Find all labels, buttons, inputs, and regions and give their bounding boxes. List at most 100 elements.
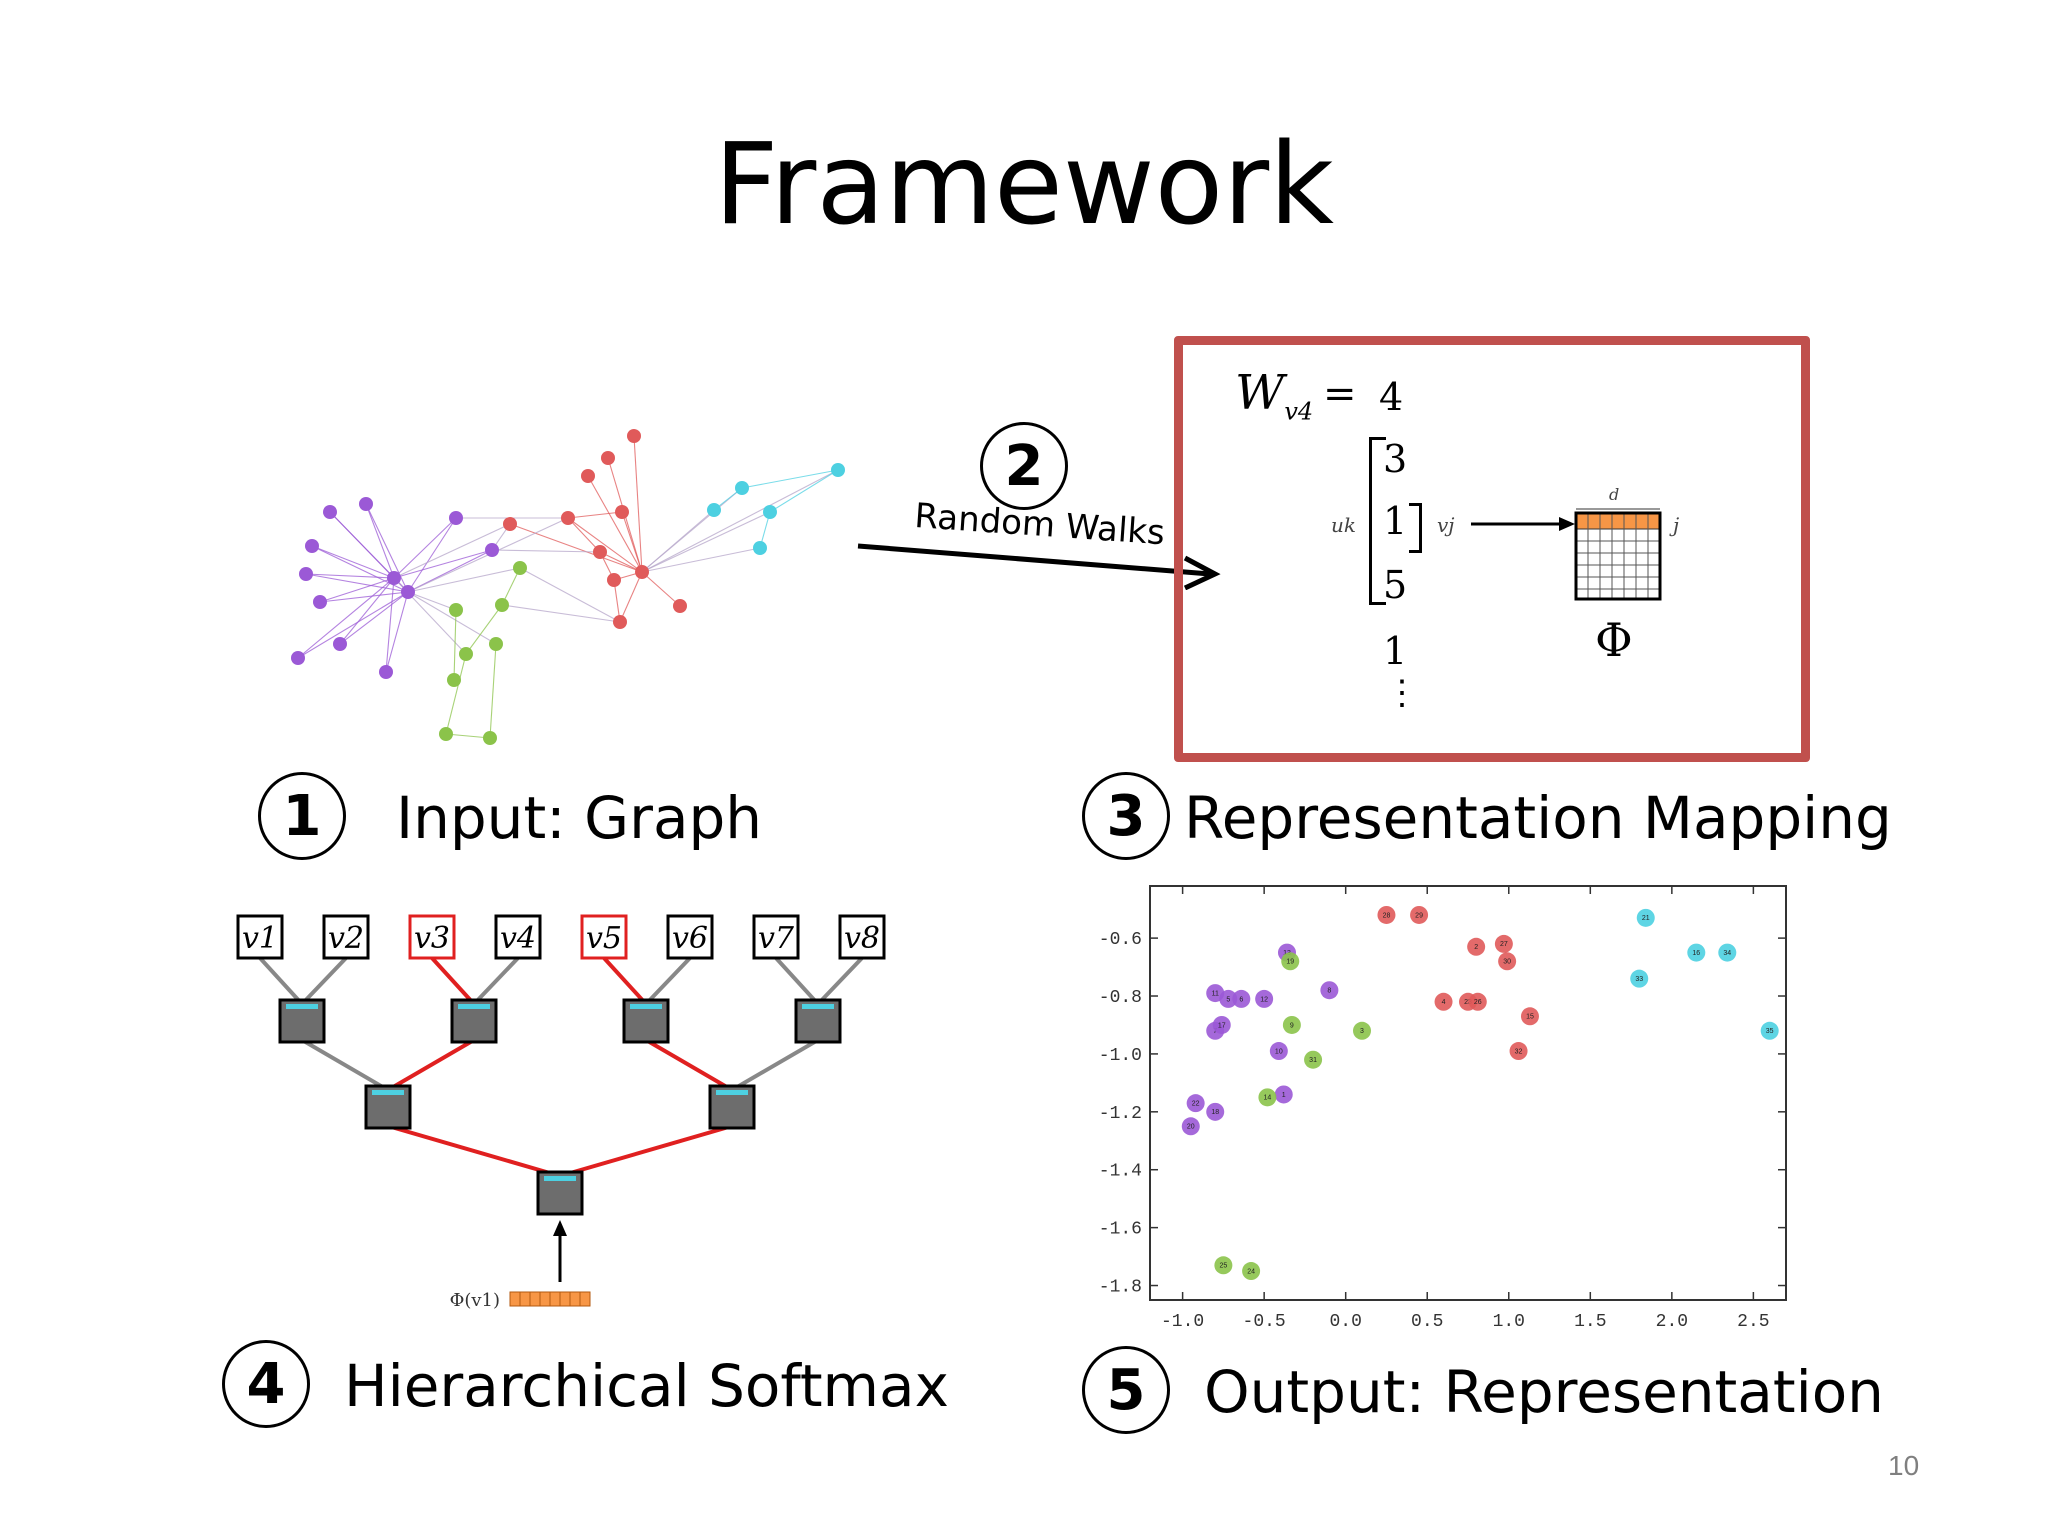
graph-edge (489, 643, 497, 739)
scatter-point: 25 (1214, 1256, 1233, 1275)
graph-node (561, 511, 575, 525)
graph-node (601, 451, 615, 465)
graph-edge (501, 604, 621, 623)
context-right-label: vj (1437, 513, 1455, 537)
graph-node (581, 469, 595, 483)
graph-node (831, 463, 845, 477)
scatter-point-label: 12 (1260, 996, 1268, 1003)
tree-inner-node (622, 998, 670, 1044)
scatter-point: 21 (1636, 908, 1655, 927)
y-tick-label: -1.6 (1099, 1220, 1142, 1240)
graph-edge (339, 591, 409, 645)
scatter-point: 12 (1255, 989, 1274, 1008)
y-tick-label: -1.2 (1099, 1104, 1142, 1124)
scatter-point-label: 20 (1187, 1124, 1195, 1131)
scatter-point-label: 24 (1247, 1268, 1255, 1275)
graph-node (387, 571, 401, 585)
graph-node (299, 567, 313, 581)
graph-edge (587, 475, 643, 573)
scatter-point: 19 (1281, 952, 1300, 971)
scatter-point-label: 6 (1239, 996, 1243, 1003)
scatter-point: 20 (1181, 1117, 1200, 1136)
graph-edge (305, 573, 395, 579)
scatter-point-label: 22 (1192, 1100, 1200, 1107)
x-tick-label: 0.0 (1329, 1312, 1361, 1332)
tree-edge (300, 1038, 390, 1092)
tree-edge (602, 956, 648, 1006)
tree-root-node (536, 1170, 584, 1216)
scatter-point-label: 4 (1442, 999, 1446, 1006)
tree-leaf-v8: v8 (838, 914, 886, 960)
graph-node (333, 637, 347, 651)
graph-edge (445, 733, 491, 739)
input-vector-label: Φ(v1) (450, 1290, 500, 1311)
scatter-point: 17 (1212, 1015, 1231, 1034)
scatter-point-label: 10 (1275, 1048, 1283, 1055)
tree-edge (430, 956, 476, 1006)
graph-node (305, 539, 319, 553)
scatter-point-label: 8 (1327, 988, 1331, 995)
tree-leaf-v5: v5 (580, 914, 628, 960)
scatter-point-label: 15 (1526, 1014, 1534, 1021)
graph-edge (567, 517, 601, 553)
graph-node (615, 505, 629, 519)
tree-leaf-v6: v6 (666, 914, 714, 960)
scatter-point: 24 (1242, 1262, 1261, 1281)
tree-edge (774, 956, 820, 1006)
scatter-point: 9 (1282, 1015, 1301, 1034)
graph-node (503, 517, 517, 531)
graph-node (323, 505, 337, 519)
scatter-point: 3 (1353, 1021, 1371, 1040)
y-tick-label: -1.4 (1099, 1162, 1142, 1182)
scatter-point: 26 (1468, 992, 1487, 1011)
scatter-point: 22 (1186, 1094, 1205, 1113)
scatter-point-label: 21 (1642, 915, 1650, 922)
graph-node (495, 598, 509, 612)
tree-leaf-label: v3 (414, 921, 450, 956)
graph-edge (633, 435, 643, 573)
tree-leaf-v4: v4 (494, 914, 542, 960)
walk-ellipsis: ⋮ (1385, 673, 1419, 713)
graph-edge (769, 469, 839, 513)
center-bracket (1409, 503, 1422, 553)
y-tick-label: -0.8 (1099, 988, 1142, 1008)
x-tick-label: -0.5 (1243, 1312, 1286, 1332)
phi-symbol: Φ (1595, 613, 1633, 667)
scatter-point-label: 17 (1218, 1022, 1226, 1029)
scatter-point-label: 28 (1383, 912, 1391, 919)
x-tick-label: -1.0 (1161, 1312, 1204, 1332)
tree-inner-node (450, 998, 498, 1044)
y-tick-label: -0.6 (1099, 930, 1142, 950)
step-3-label: Representation Mapping (1184, 784, 1892, 852)
graph-node (607, 573, 621, 587)
input-vector (509, 1291, 591, 1307)
walk-value: 3 (1383, 437, 1408, 481)
tree-inner-node (794, 998, 842, 1044)
input-graph (291, 429, 845, 745)
tree-leaf-label: v2 (328, 921, 364, 956)
tree-leaf-v7: v7 (752, 914, 800, 960)
lookup-arrow (1471, 517, 1575, 531)
graph-edge (365, 503, 395, 579)
tree-leaf-label: v4 (500, 921, 536, 956)
graph-node (447, 673, 461, 687)
walk-symbol: Wv4 (1235, 365, 1314, 426)
graph-edge (365, 503, 409, 593)
graph-node (483, 731, 497, 745)
input-arrow-head (553, 1220, 567, 1236)
scatter-point-label: 23 (1464, 999, 1472, 1006)
scatter-point: 1 (1274, 1085, 1293, 1104)
x-tick-label: 2.5 (1737, 1312, 1769, 1332)
graph-node (707, 503, 721, 517)
scatter-point-label: 31 (1309, 1057, 1317, 1064)
step-5-number: 5 (1082, 1346, 1170, 1434)
tree-leaf-v1: v1 (236, 914, 284, 960)
equals-sign: = (1323, 371, 1357, 417)
step-3-number: 3 (1082, 772, 1170, 860)
hierarchical-softmax-tree: v1 v2 v3 v4 v5 v6 v7 v8Φ(v1) (236, 914, 886, 1311)
graph-node (449, 603, 463, 617)
scatter-point: 35 (1760, 1021, 1779, 1040)
scatter-point: 4 (1434, 992, 1453, 1011)
graph-edge (641, 487, 743, 573)
